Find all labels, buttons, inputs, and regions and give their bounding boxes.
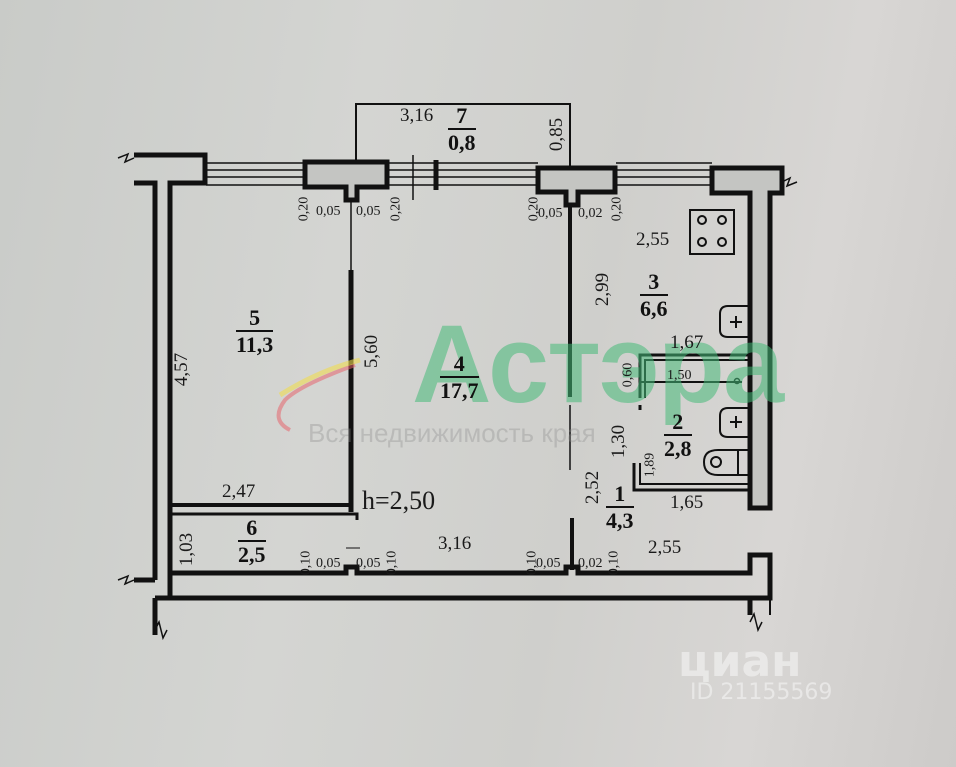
dim-room5-height: 4,57: [171, 352, 193, 387]
dim-bath-side: 1,30: [608, 424, 630, 459]
dim-wall: 0,10: [384, 550, 400, 576]
cian-watermark-id: ID 21155569: [690, 680, 833, 705]
dim-room4-width: 3,16: [438, 533, 472, 554]
dim-wall: 0,20: [609, 196, 625, 222]
dim-balcony-depth: 0,85: [546, 117, 568, 152]
bathroom-sink-icon: [719, 407, 750, 438]
dim-wall: 0,05: [316, 556, 341, 571]
dim-wall: 0,10: [298, 550, 314, 576]
bathtub-drain-icon: [733, 377, 741, 385]
window-lines: [206, 155, 712, 200]
dim-bath-width-bottom: 1,65: [670, 492, 704, 513]
agency-watermark-logo: Астэра: [412, 303, 784, 426]
toilet-icon: [702, 449, 750, 476]
dim-wall: 0,05: [356, 556, 381, 571]
dim-room3-height: 2,99: [592, 272, 614, 307]
agency-watermark-tagline: Вся недвижимость края: [308, 418, 596, 448]
wall-left-top: [134, 152, 208, 598]
wall-right: [709, 165, 785, 511]
watermark-swoosh: [276, 363, 356, 432]
dim-wall: 0,05: [536, 556, 561, 571]
dim-wall: 0,20: [388, 196, 404, 222]
dim-balcony-width: 3,16: [400, 105, 434, 126]
balcony-outline: [355, 103, 571, 170]
dim-wall: 0,05: [356, 204, 381, 219]
dim-room5-width: 2,47: [222, 481, 256, 502]
break-marks: [117, 152, 798, 641]
dim-bath-width-top: 1,67: [670, 332, 704, 353]
dim-hall-height: 2,52: [582, 470, 604, 505]
kitchen-sink-icon: [719, 305, 750, 338]
cian-watermark-logo: циан: [678, 636, 802, 687]
wall-pier-right: [535, 165, 618, 208]
dim-room6-height: 1,03: [176, 532, 198, 567]
dim-wall: 0,05: [316, 204, 341, 219]
ceiling-height: h=2,50: [362, 486, 436, 515]
dim-room4-height: 5,60: [361, 334, 383, 369]
dim-wall: 0,02: [578, 206, 603, 221]
dim-bath-inner: 1,89: [642, 452, 658, 478]
dim-bath-door: 0,60: [620, 362, 636, 388]
wall-pier-middle: [302, 159, 390, 203]
dim-wall: 0,20: [296, 196, 312, 222]
stove-icon: [689, 209, 735, 255]
dim-room3-width: 2,55: [636, 229, 670, 250]
dim-wall: 0,05: [538, 206, 563, 221]
dim-wall: 0,02: [578, 556, 603, 571]
dim-hall-width: 2,55: [648, 537, 682, 558]
dim-bathtub: 1,50: [667, 368, 692, 383]
dim-wall: 0,10: [606, 550, 622, 576]
